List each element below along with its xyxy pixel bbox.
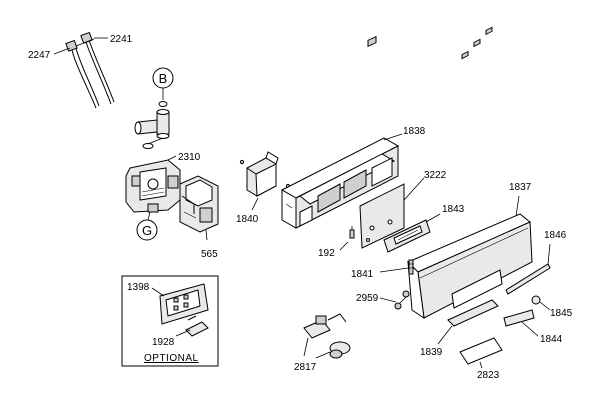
- bracket-part-565: [179, 175, 219, 233]
- leader-g: [147, 211, 151, 221]
- callout-2959: 2959: [356, 293, 379, 304]
- spring-part-1841: [408, 259, 414, 275]
- callout-2817: 2817: [294, 362, 317, 373]
- leader-1844: [521, 321, 539, 337]
- knob-part-1845: [531, 295, 541, 305]
- leader-1839: [437, 325, 453, 345]
- circle-label-b: B: [159, 71, 168, 86]
- leader-1398: [151, 287, 165, 297]
- screw-part-192: [349, 226, 355, 239]
- callout-1843: 1843: [442, 204, 465, 215]
- leader-2247: [53, 47, 71, 55]
- callout-1837: 1837: [509, 182, 532, 193]
- control-housing-part: [280, 137, 400, 229]
- switch-assembly-part-2817: [303, 313, 351, 359]
- callout-1846: 1846: [544, 230, 567, 241]
- callout-1844: 1844: [540, 334, 563, 345]
- wire-harness-part: [65, 31, 115, 109]
- leader-1840: [251, 197, 259, 211]
- leader-2959: [379, 297, 397, 303]
- optional-inset-box: [121, 275, 219, 367]
- leader-1841: [379, 267, 409, 273]
- callout-1845: 1845: [550, 308, 573, 319]
- rod-part-1846: [505, 263, 551, 295]
- callout-2241: 2241: [110, 34, 133, 45]
- callout-1838: 1838: [403, 126, 426, 137]
- leader-1838: [383, 133, 403, 141]
- optional-caption: OPTIONAL: [144, 353, 199, 364]
- leader-1845: [539, 301, 551, 311]
- clip-part-2959: [394, 290, 410, 310]
- leader-3222: [403, 177, 425, 201]
- leader-1846: [547, 243, 551, 265]
- callout-1840: 1840: [236, 214, 259, 225]
- callout-1398: 1398: [127, 282, 150, 293]
- callout-1841: 1841: [351, 269, 374, 280]
- callout-1839: 1839: [420, 347, 443, 358]
- leader-2823: [479, 361, 483, 369]
- circle-label-g: G: [142, 223, 152, 238]
- leader-1843: [425, 213, 441, 223]
- leader-2310: [167, 155, 177, 161]
- leader-2817a: [303, 337, 309, 357]
- callout-565: 565: [201, 249, 218, 260]
- display-board-part: [383, 219, 431, 253]
- callout-192: 192: [318, 248, 335, 259]
- leader-192: [339, 241, 349, 251]
- callout-1928: 1928: [152, 337, 175, 348]
- leader-2817b: [315, 351, 331, 359]
- label-part-2823: [459, 337, 503, 365]
- callout-2310: 2310: [178, 152, 201, 163]
- bracket-part-1840: [239, 151, 291, 197]
- reference-circle-g: [136, 219, 158, 241]
- leader-1837: [515, 195, 520, 217]
- front-panel-part: [407, 26, 533, 320]
- control-board-part: [359, 35, 405, 249]
- leader-1928: [175, 329, 191, 337]
- cover-part-1839: [447, 299, 499, 327]
- strip-part-1844: [503, 309, 535, 327]
- callout-2247: 2247: [28, 50, 51, 61]
- gas-valve-part: [125, 159, 181, 213]
- callout-3222: 3222: [424, 170, 447, 181]
- leader-565: [205, 229, 208, 241]
- callout-2823: 2823: [477, 370, 500, 381]
- gas-pipe-fitting-part: [134, 101, 170, 149]
